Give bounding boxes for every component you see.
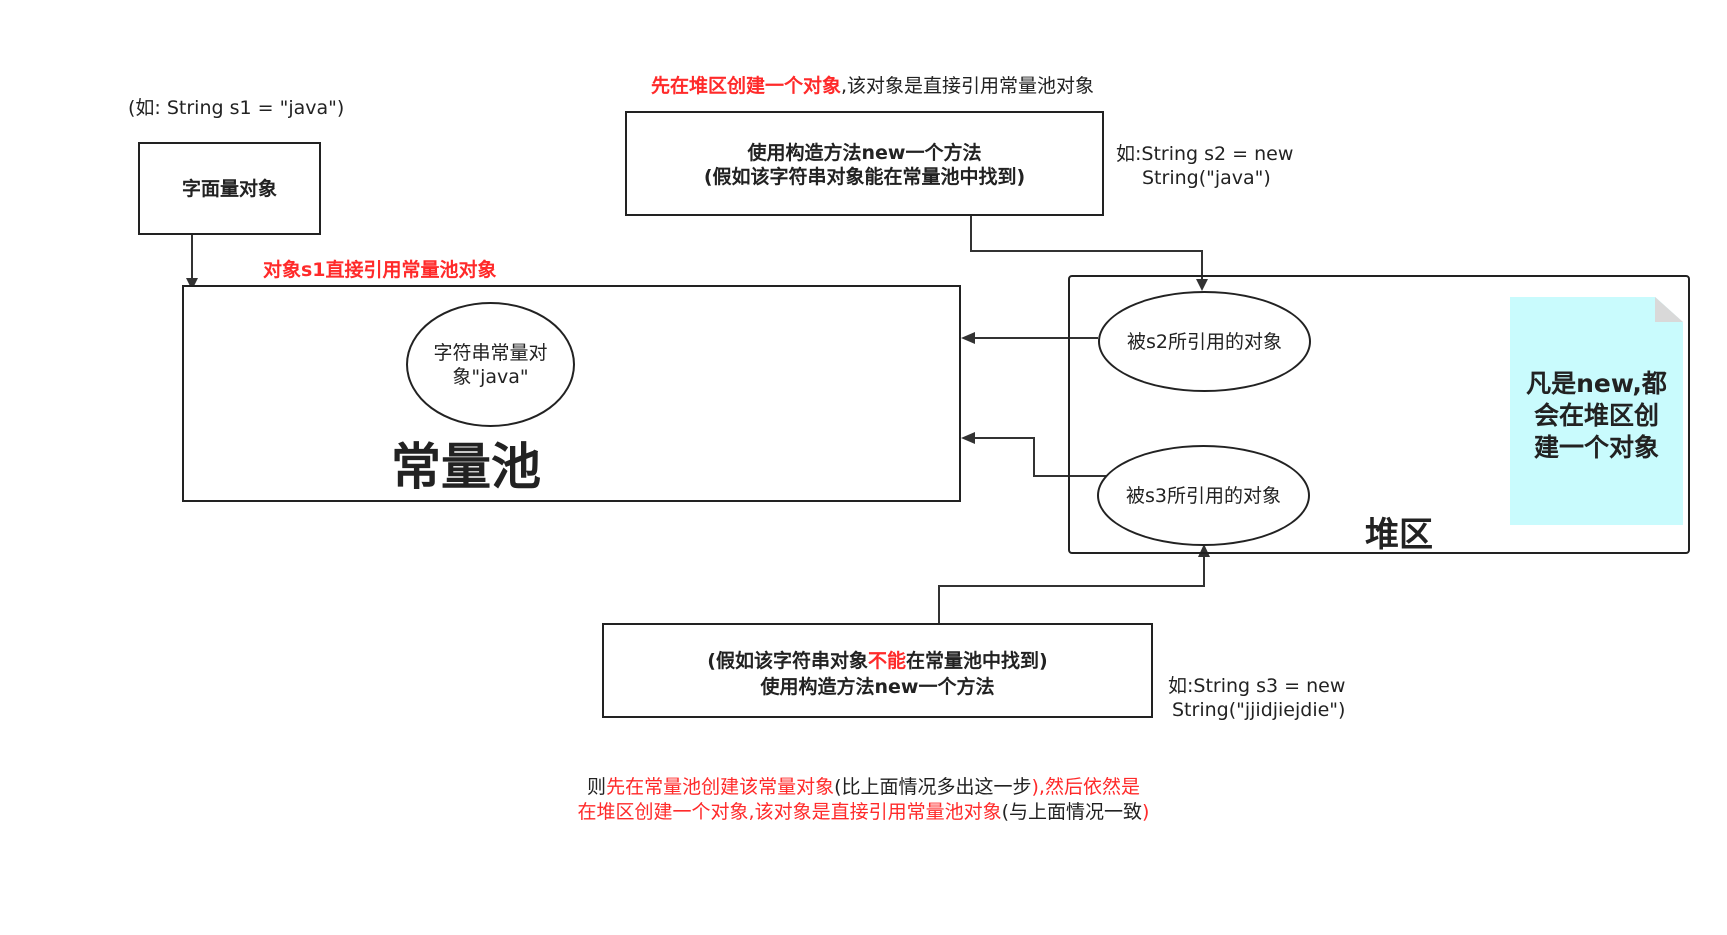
example-s2-line2: String("java") [1142,167,1271,189]
s2-heap-object: 被s2所引用的对象 [1098,291,1311,392]
constant-pool-box: 字符串常量对 象"java" 常量池 [182,285,961,502]
arrowhead-left-s2 [961,332,975,344]
bottom-note-l2-red2: ) [1142,801,1150,823]
heap-title: 堆区 [1365,515,1433,555]
string-constant-line1: 字符串常量对 [433,341,548,364]
arrowhead-left-s3 [961,432,975,444]
example-s3-line2: String("jjidjiejdie") [1172,699,1346,721]
constructor-found-line1: 使用构造方法new一个方法 [747,142,982,164]
constructor-notfound-line2-b: 在常量池中找到) [906,650,1048,672]
literal-object-box: 字面量对象 [138,142,321,235]
heap-box [1068,275,1690,554]
sticky-note-text: 凡是new,都 会在堆区创 建一个对象 [1510,368,1683,464]
example-s3-line1: 如:String s3 = new [1168,675,1346,697]
s3-heap-object: 被s3所引用的对象 [1097,445,1310,546]
bottom-note-line2: 在堆区创建一个对象,该对象是直接引用常量池对象(与上面情况一致) [0,800,1727,824]
constructor-notfound-line1: 使用构造方法new一个方法 [760,676,995,698]
string-constant-java: 字符串常量对 象"java" [406,302,575,427]
bottom-note-l1-b: (比上面情况多出这一步 [834,776,1032,798]
bottom-note-l2-b: (与上面情况一致 [1001,801,1143,823]
constructor-notfound-line2: (假如该字符串对象不能在常量池中找到) [604,649,1151,673]
constructor-notfound-line2-red: 不能 [867,650,906,672]
bottom-note-l1-a: 则 [587,776,607,798]
arrowhead-down-s2 [1196,279,1208,291]
s3-heap-object-label: 被s3所引用的对象 [1126,484,1281,507]
arrow-bottom-box-to-s3 [938,556,1205,623]
bottom-note-l1-red2: ),然后依然是 [1031,776,1140,798]
arrow-s3-to-pool [974,437,1110,477]
sticky-note-line3: 建一个对象 [1533,433,1659,462]
arrowhead-down-pool [186,278,198,290]
string-constant-line2: 象"java" [452,365,529,388]
constructor-box-found: 使用构造方法new一个方法 (假如该字符串对象能在常量池中找到) [625,111,1104,216]
bottom-note-line1: 则先在常量池创建该常量对象(比上面情况多出这一步),然后依然是 [0,775,1727,799]
sticky-note-line1: 凡是new,都 [1526,369,1667,398]
arrow-top-box-to-s2 [970,216,1203,280]
literal-object-label: 字面量对象 [181,178,277,200]
example-s2-line1: 如:String s2 = new [1116,143,1294,165]
sticky-note-line2: 会在堆区创 [1533,401,1659,430]
constructor-found-line2: (假如该字符串对象能在常量池中找到) [703,166,1026,188]
constant-pool-title: 常量池 [391,438,541,496]
constructor-box-not-found: 使用构造方法new一个方法 (假如该字符串对象不能在常量池中找到) [602,623,1153,718]
top-note-red: 先在堆区创建一个对象 [651,75,842,97]
constructor-notfound-line2-a: (假如该字符串对象 [707,650,868,672]
s1-reference-note: 对象s1直接引用常量池对象 [263,259,497,281]
bottom-note-l2-red: 在堆区创建一个对象,该对象是直接引用常量池对象 [577,801,1002,823]
sticky-note [1510,297,1683,525]
example-s1-text: (如: String s1 = "java") [128,97,345,119]
top-note-rest: ,该对象是直接引用常量池对象 [841,75,1095,97]
top-note: 先在堆区创建一个对象,该对象是直接引用常量池对象 [651,74,1094,98]
s2-heap-object-label: 被s2所引用的对象 [1127,330,1282,353]
bottom-note-l1-red: 先在常量池创建该常量对象 [606,776,835,798]
